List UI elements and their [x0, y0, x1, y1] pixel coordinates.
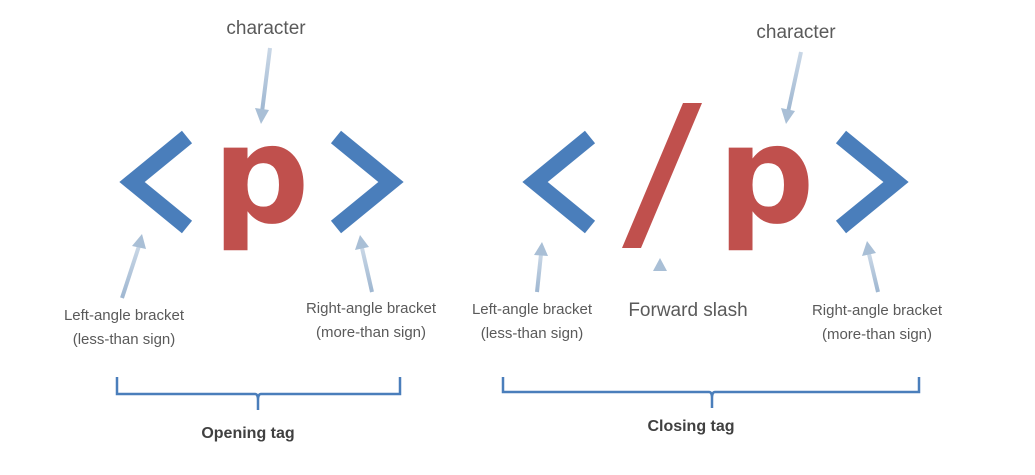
opening-right-bracket-arrow: [355, 235, 374, 293]
opening-tag-letter: p: [212, 97, 309, 255]
opening-right-bracket-label-line1: Right-angle bracket: [306, 300, 437, 317]
closing-tag-letter: p: [717, 97, 814, 255]
closing-forward-slash-icon: [622, 103, 702, 248]
opening-tag-caption: Opening tag: [201, 425, 294, 442]
closing-character-arrow: [781, 51, 803, 124]
closing-tag-brace: [501, 377, 921, 408]
opening-left-bracket-arrow: [120, 234, 146, 299]
opening-left-bracket-label-line1: Left-angle bracket: [64, 307, 185, 324]
closing-character-label: character: [756, 22, 836, 43]
closing-left-bracket-label-line1: Left-angle bracket: [472, 301, 593, 318]
opening-character-label: character: [226, 18, 306, 39]
closing-left-bracket-label-line2: (less-than sign): [481, 325, 584, 342]
opening-right-bracket-label-line2: (more-than sign): [316, 324, 426, 341]
opening-tag-brace: [115, 377, 402, 410]
closing-right-angle-bracket-icon: [835, 130, 909, 234]
opening-character-arrow: [255, 47, 272, 124]
closing-right-bracket-arrow: [862, 241, 880, 293]
closing-left-angle-bracket-icon: [522, 130, 596, 234]
opening-left-bracket-label-line2: (less-than sign): [73, 331, 176, 348]
closing-right-bracket-label-line2: (more-than sign): [822, 326, 932, 343]
closing-left-bracket-arrow: [534, 242, 548, 293]
closing-slash-arrow: [653, 258, 667, 291]
closing-right-bracket-label-line1: Right-angle bracket: [812, 302, 943, 319]
opening-left-angle-bracket-icon: [119, 130, 193, 234]
closing-forward-slash-label: Forward slash: [628, 300, 747, 321]
opening-right-angle-bracket-icon: [330, 130, 404, 234]
opening-tag-group: character p Left-angle bracket (less-tha…: [64, 18, 437, 442]
closing-tag-group: character p Left-angle bracket: [472, 22, 943, 435]
closing-tag-caption: Closing tag: [647, 418, 734, 435]
